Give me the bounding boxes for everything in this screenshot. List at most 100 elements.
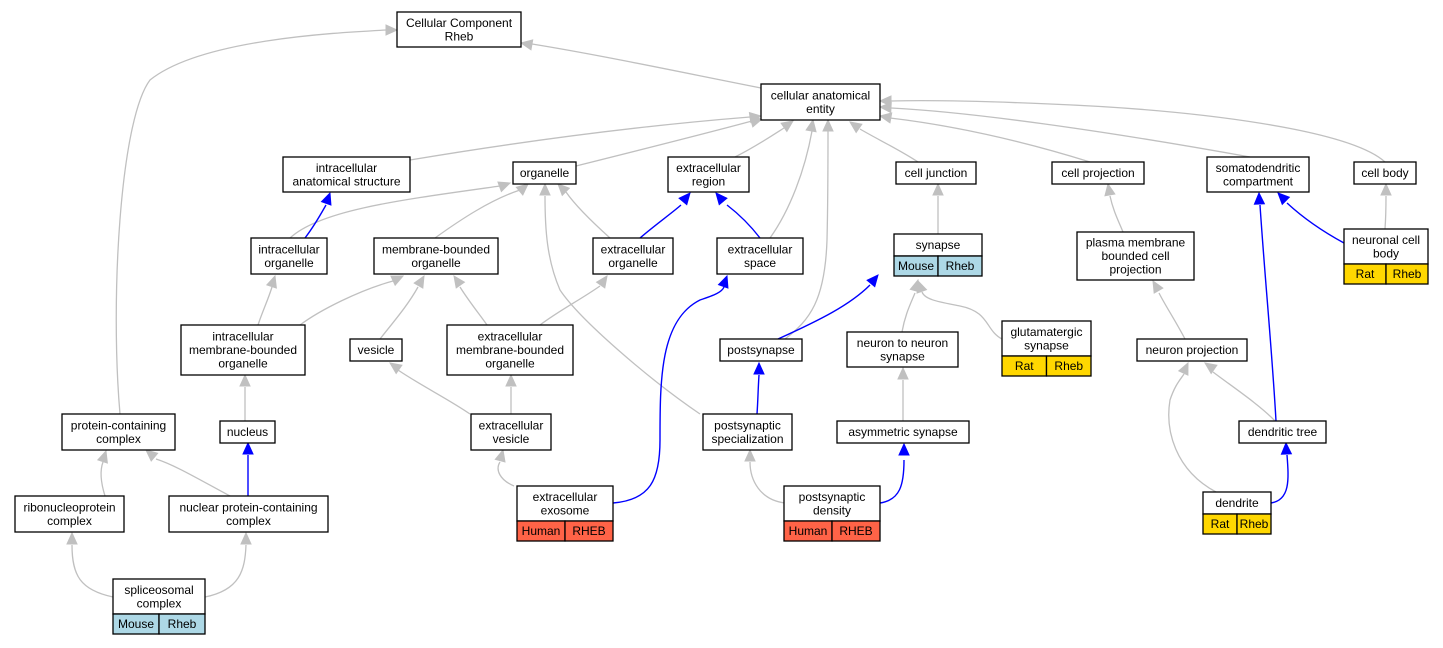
edge-ncb-to-sd-line bbox=[1286, 202, 1345, 244]
node-box bbox=[516, 485, 614, 522]
edge-cp-to-cae bbox=[878, 112, 1091, 163]
edge-asym-to-n2n bbox=[897, 366, 909, 421]
gene-label: Rheb bbox=[1393, 267, 1422, 281]
node-box bbox=[1136, 338, 1248, 362]
edge-ias-to-cae bbox=[409, 111, 763, 161]
node-label-line: neuron to neuron bbox=[857, 336, 948, 350]
edge-postsynapse-to-cae-line bbox=[784, 130, 829, 340]
edge-intraorg-to-org-arrowhead bbox=[497, 181, 512, 193]
node-cell-body[interactable]: cell body bbox=[1353, 161, 1417, 185]
node-label-line: organelle bbox=[411, 256, 461, 270]
gene-badge bbox=[564, 520, 614, 542]
edge-postsynapse-to-synapse bbox=[777, 274, 879, 340]
edge-psspec-to-org bbox=[539, 182, 701, 415]
node-label-line: extracellular bbox=[479, 418, 544, 432]
gene-label: RHEB bbox=[572, 524, 605, 538]
edge-psd-to-asym-line bbox=[879, 459, 905, 504]
node-box bbox=[1001, 320, 1092, 357]
species-label: Human bbox=[789, 524, 828, 538]
node-label-line: synapse bbox=[880, 349, 925, 363]
edge-dendrite-to-dtree bbox=[1270, 441, 1293, 504]
edge-cb-to-cae bbox=[878, 95, 1386, 163]
node-organelle[interactable]: organelle bbox=[512, 161, 577, 185]
node-postsynapse[interactable]: postsynapse bbox=[719, 338, 803, 362]
node-label-line: dendrite bbox=[1215, 496, 1259, 510]
edge-cb-to-cae-line bbox=[890, 99, 1386, 163]
node-label-line: intracellular bbox=[258, 242, 319, 256]
edge-ecr-to-cae-line bbox=[734, 127, 785, 158]
node-label-line: asymmetric synapse bbox=[848, 425, 958, 439]
node-label-line: exosome bbox=[541, 503, 590, 517]
node-asym[interactable]: asymmetric synapse bbox=[836, 420, 970, 444]
node-label-line: neuronal cell bbox=[1352, 233, 1420, 247]
gene-label: Rheb bbox=[1054, 359, 1083, 373]
node-nucleus[interactable]: nucleus bbox=[219, 420, 276, 444]
edge-ecves-to-embo-arrowhead bbox=[505, 373, 517, 387]
edge-postsynapse-to-synapse-line bbox=[777, 284, 871, 340]
node-vesicle[interactable]: vesicle bbox=[349, 338, 403, 362]
edge-cp-to-cae-arrowhead bbox=[878, 112, 893, 124]
species-label: Mouse bbox=[118, 617, 154, 631]
node-box bbox=[373, 237, 499, 275]
edge-intraorg-to-ias-arrowhead bbox=[320, 191, 332, 206]
edge-ncb-to-sd bbox=[1277, 192, 1345, 244]
edge-np-to-pmbcp bbox=[1152, 279, 1186, 340]
edge-imbo-to-intraorg-arrowhead bbox=[265, 274, 277, 289]
node-label-line: intracellular bbox=[212, 330, 273, 344]
edge-dtree-to-np-line bbox=[1212, 371, 1276, 422]
node-dtree[interactable]: dendritic tree bbox=[1238, 420, 1327, 444]
edge-dendrite-to-dtree-line bbox=[1270, 454, 1289, 504]
gene-badge bbox=[937, 255, 983, 277]
edge-nucleus-to-imbo-arrowhead bbox=[239, 373, 251, 387]
edge-exo-to-ecves-arrowhead bbox=[494, 448, 506, 463]
node-box bbox=[168, 495, 329, 533]
edge-glut-to-synapse-arrowhead bbox=[916, 279, 928, 294]
graph-edges bbox=[66, 24, 1392, 598]
gene-label: Rheb bbox=[946, 259, 975, 273]
edge-embo-to-mbo-arrowhead bbox=[453, 275, 466, 289]
node-box bbox=[836, 420, 970, 444]
node-neuron-proj[interactable]: neuron projection bbox=[1136, 338, 1248, 362]
node-box bbox=[783, 485, 881, 522]
node-cell-projection[interactable]: cell projection bbox=[1051, 161, 1145, 185]
edge-npcc-to-pcc-arrowhead bbox=[145, 449, 159, 462]
edge-pcc-to-cc-arrowhead bbox=[385, 24, 399, 36]
node-box bbox=[512, 161, 577, 185]
node-label-line: protein-containing bbox=[71, 418, 166, 432]
node-cell-junction[interactable]: cell junction bbox=[895, 161, 977, 185]
node-label-line: space bbox=[744, 256, 776, 270]
edge-dendrite-to-np-arrowhead bbox=[1177, 361, 1189, 376]
node-box bbox=[1353, 161, 1417, 185]
node-label-line: complex bbox=[96, 432, 141, 446]
gene-badge bbox=[831, 520, 881, 542]
species-label: Rat bbox=[1211, 517, 1230, 531]
gene-badge bbox=[1385, 263, 1429, 285]
edge-psspec-to-org-arrowhead bbox=[539, 182, 551, 196]
